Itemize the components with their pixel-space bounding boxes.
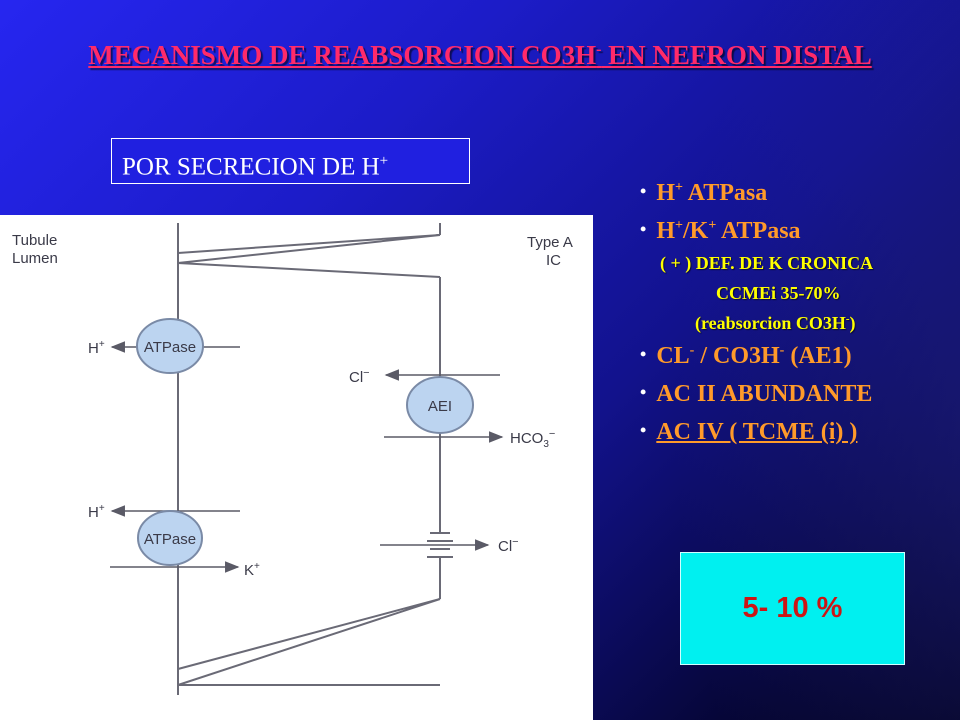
list-item-cl-exchanger: •CL- / CO3H- (AE1) [640,343,852,369]
hk-atpase-pump: ATPase H+ K+ [88,503,260,579]
percentage-box: 5- 10 % [680,552,905,665]
svg-text:H+: H+ [88,503,105,521]
h-atpase-pump: ATPase H+ [88,318,240,374]
svg-text:HCO3−: HCO3− [510,428,555,450]
list-item-h-atpase: •H+ ATPasa [640,180,768,206]
bullet-icon: • [640,382,647,402]
percentage-value: 5- 10 % [742,592,843,624]
bullet-icon: • [640,219,647,239]
lumen-label-2: Lumen [12,250,58,267]
svg-text:Cl−: Cl− [498,536,519,555]
svg-text:ATPase: ATPase [144,339,196,356]
slide-title: MECANISMO DE REABSORCION CO3H- EN NEFRON… [88,40,872,70]
bullet-icon: • [640,344,647,364]
channel-flux: Cl− [380,536,519,555]
sub-note-k-deficiency: ( + ) DEF. DE K CRONICA [660,253,874,273]
cell-type-label-2: IC [546,252,561,269]
sub-note-ccmei: CCMEi 35-70% [716,283,841,303]
cell-type-label: Type A [527,234,573,251]
svg-text:AEI: AEI [428,398,452,415]
svg-text:Cl−: Cl− [349,367,370,386]
bullet-icon: • [640,420,647,440]
list-item-ac-ii: •AC II ABUNDANTE [640,381,873,407]
mechanism-label: POR SECRECION DE H+ [111,138,470,184]
list-item-hk-atpase: •H+/K+ ATPasa [640,218,801,244]
lumen-label: Tubule [12,232,57,249]
cell-outline [177,223,441,695]
svg-text:H+: H+ [88,339,105,357]
sub-note-reabsorption: (reabsorcion CO3H-) [695,313,856,333]
intercalated-cell-diagram: Tubule Lumen Type A IC ATPase H+ ATPase … [0,215,593,720]
svg-text:ATPase: ATPase [144,531,196,548]
chloride-channel [427,532,453,558]
aei-exchanger: AEI Cl− HCO3− [349,367,555,450]
bullet-icon: • [640,181,647,201]
svg-text:K+: K+ [244,561,260,579]
list-item-ac-iv: •AC IV ( TCME (i) ) [640,419,858,445]
